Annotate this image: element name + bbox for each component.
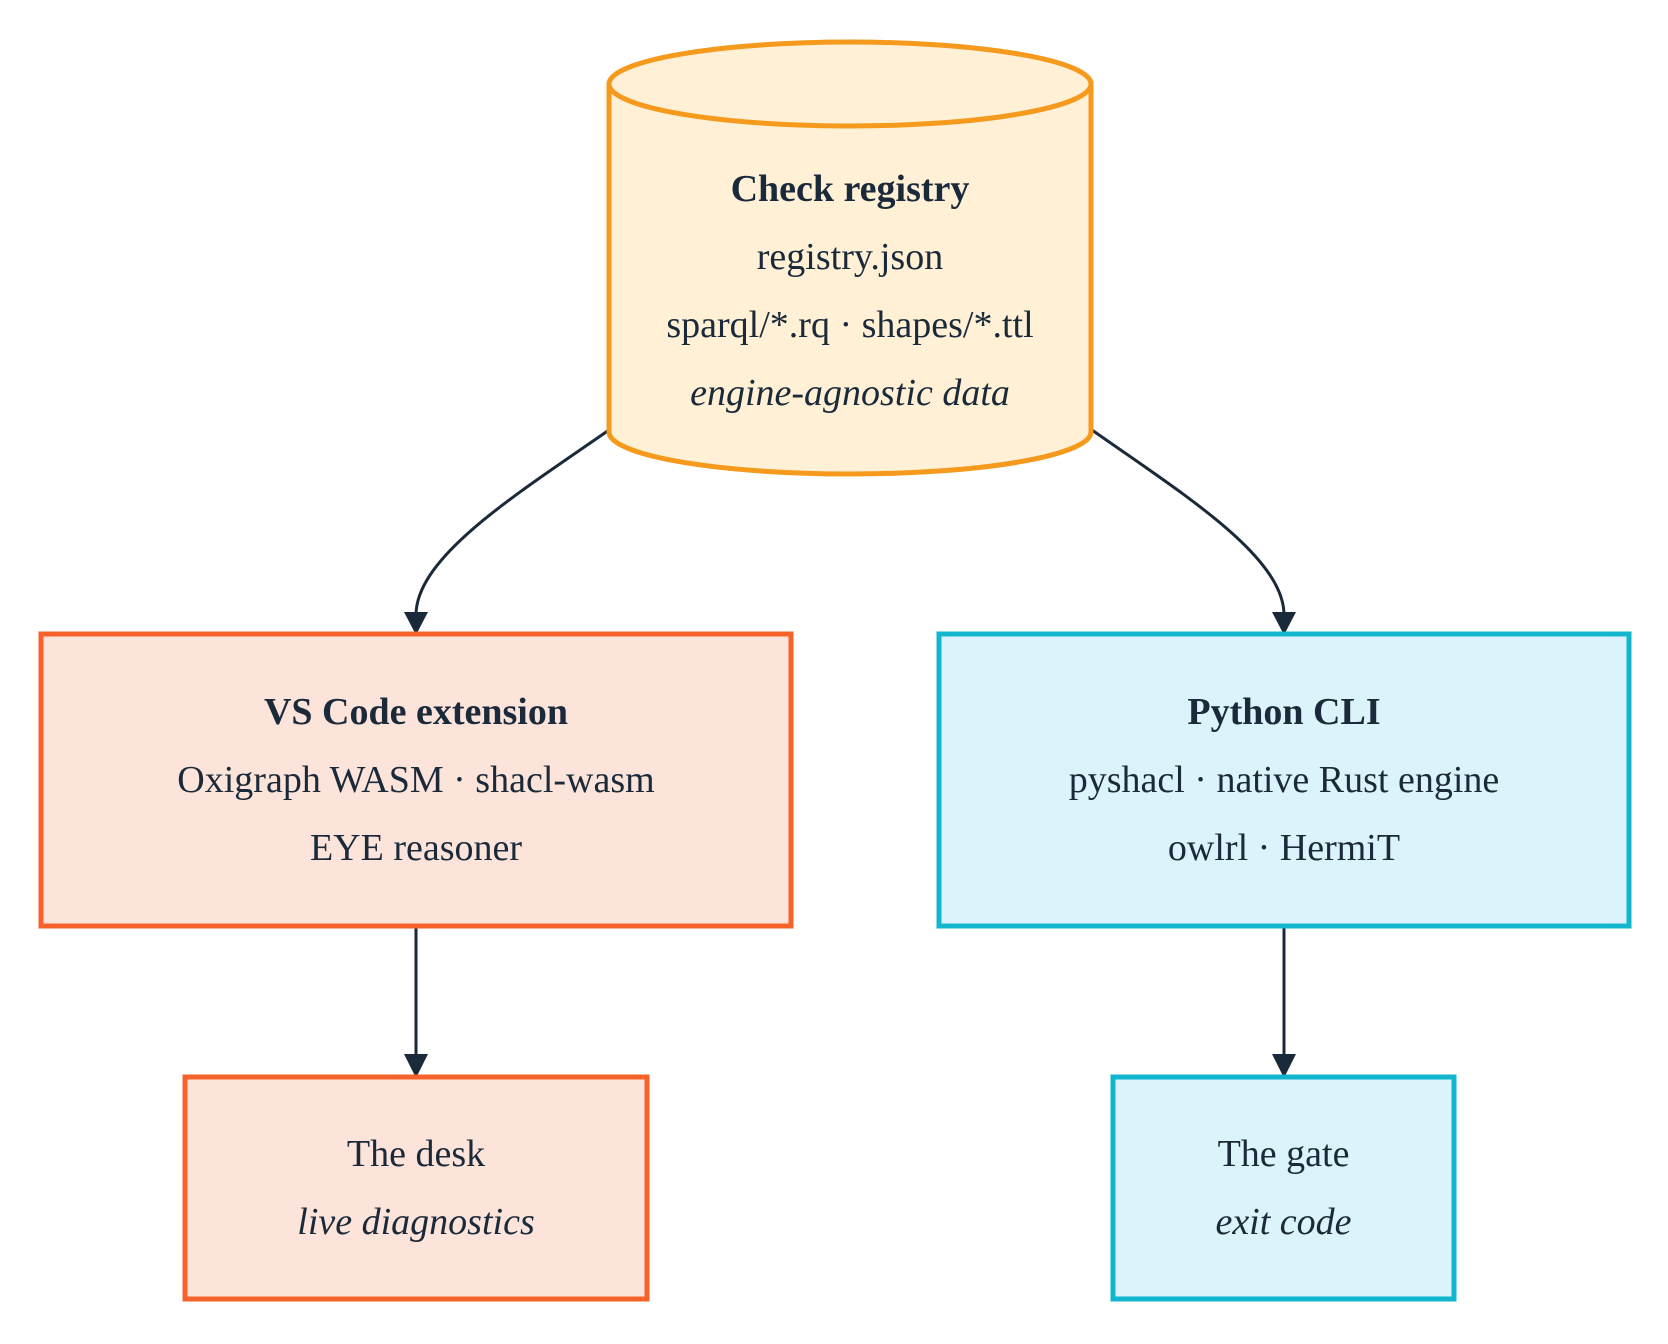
registry-line-2: sparql/*.rq · shapes/*.ttl: [666, 304, 1034, 346]
arrowhead-desk: [404, 1054, 428, 1078]
gate-label: The gate exit code: [1113, 1077, 1454, 1299]
desk-label: The desk live diagnostics: [185, 1077, 647, 1299]
registry-line-1: registry.json: [756, 236, 944, 278]
python-line-1: pyshacl · native Rust engine: [1068, 759, 1500, 801]
vscode-extension-box: [38, 631, 794, 929]
gate-note: exit code: [1215, 1201, 1352, 1243]
registry-note: engine-agnostic data: [690, 372, 1010, 414]
gate-box: [1110, 1074, 1457, 1302]
desk-title: The desk: [346, 1133, 486, 1175]
edge-registry-to-vscode: [414, 428, 610, 633]
python-label: Python CLI pyshacl · native Rust engine …: [939, 634, 1629, 926]
vscode-line-2: EYE reasoner: [309, 827, 523, 869]
desk-box: [182, 1074, 650, 1302]
registry-cylinder-body: [606, 81, 1094, 477]
registry-cylinder-top: [606, 39, 1094, 129]
python-title: Python CLI: [1187, 691, 1381, 733]
gate-title: The gate: [1217, 1133, 1350, 1175]
registry-cylinder: [606, 39, 1094, 477]
registry-label: Check registry registry.json sparql/*.rq…: [609, 156, 1091, 426]
registry-title: Check registry: [730, 168, 970, 210]
arrowhead-vscode: [404, 612, 428, 635]
vscode-label: VS Code extension Oxigraph WASM · shacl-…: [41, 634, 791, 926]
arrowhead-python: [1272, 612, 1296, 635]
vscode-title: VS Code extension: [263, 691, 569, 733]
python-line-2: owlrl · HermiT: [1167, 827, 1401, 869]
arrowhead-gate: [1272, 1054, 1296, 1078]
python-cli-box: [936, 631, 1632, 929]
desk-note: live diagnostics: [297, 1201, 535, 1243]
vscode-line-1: Oxigraph WASM · shacl-wasm: [177, 759, 655, 801]
edge-registry-to-python: [1091, 428, 1286, 633]
